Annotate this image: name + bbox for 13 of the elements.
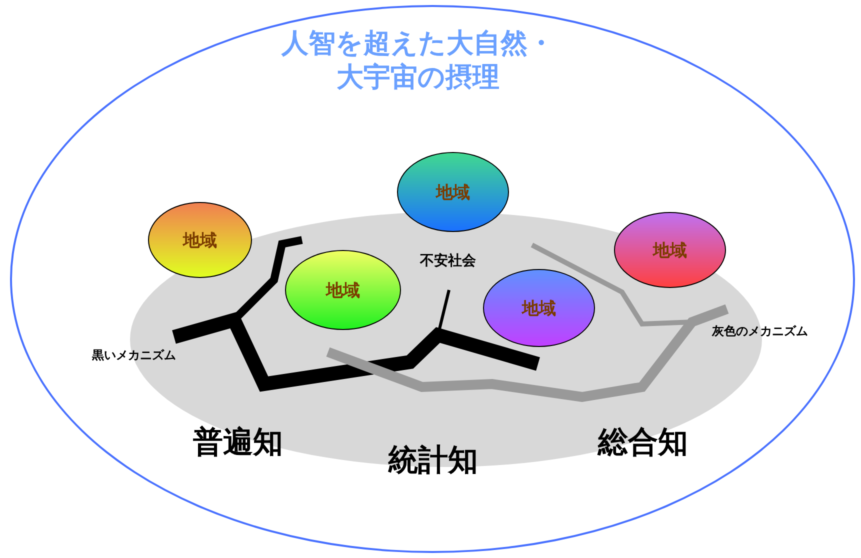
region-label: 地域 xyxy=(326,280,360,302)
boundary-ellipse xyxy=(10,5,855,553)
heading: 人智を超えた大自然・大宇宙の摂理 xyxy=(280,27,556,95)
region-label: 地域 xyxy=(436,182,470,204)
caption: 灰色のメカニズム xyxy=(712,323,808,340)
area-title: 普遍知 xyxy=(193,424,283,462)
region-label: 地域 xyxy=(522,298,556,320)
region-label: 地域 xyxy=(653,240,687,262)
area-title: 統計知 xyxy=(388,442,478,480)
caption: 黒いメカニズム xyxy=(92,347,176,364)
area-title: 総合知 xyxy=(598,424,688,462)
caption: 不安社会 xyxy=(420,252,476,270)
region-label: 地域 xyxy=(183,230,217,252)
